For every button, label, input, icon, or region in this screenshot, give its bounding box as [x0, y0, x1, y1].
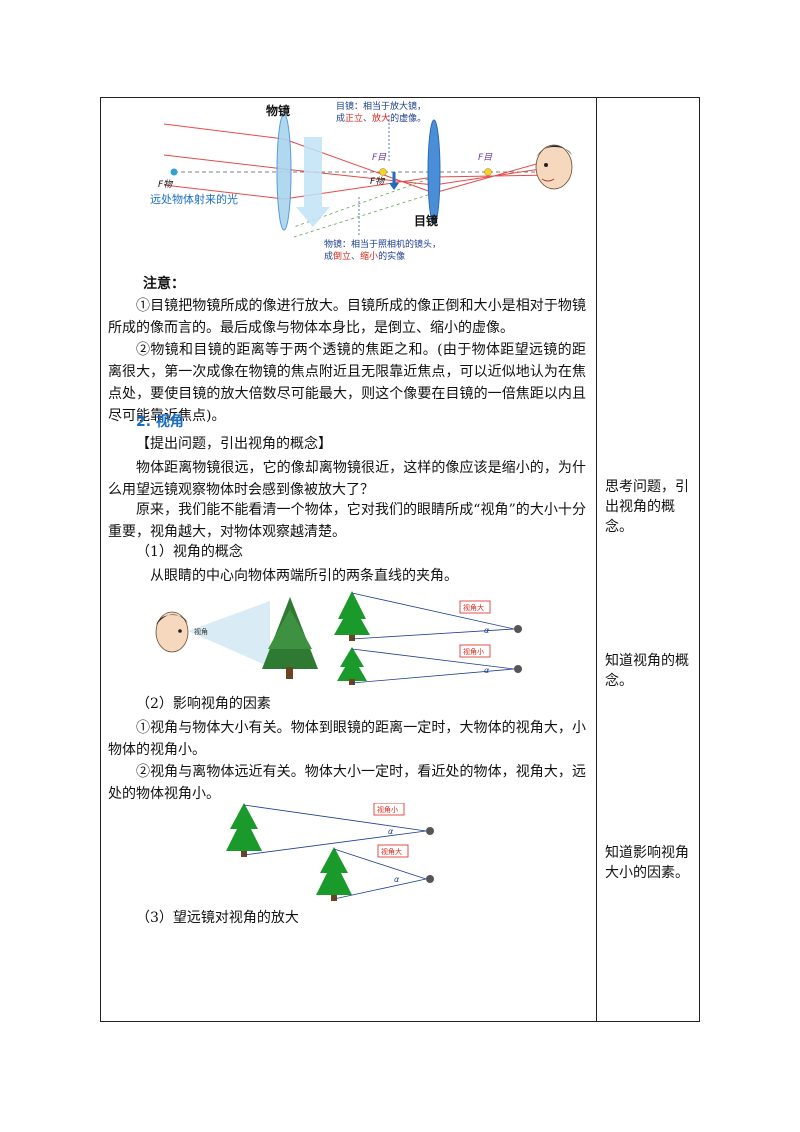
table-column-divider: [596, 97, 597, 1022]
small-angle-example: 视角小 α: [337, 644, 522, 685]
notes-paragraph-1: ①目镜把物镜所成的像进行放大。目镜所成的像正倒和大小是相对于物镜所成的像而言的。…: [108, 298, 586, 336]
telescope-diagram: 物镜 目镜 目镜：相当于放大镜， 成正立、放大的虚像。 物镜：相当于照相机的镜头…: [150, 100, 573, 262]
item-2-paragraph-1: ①视角与物体大小有关。物体到眼镜的距离一定时，大物体的视角大，小物体的视角小。: [108, 720, 586, 758]
top-note-line1: 目镜：相当于放大镜，: [336, 100, 426, 112]
item-2-paragraph-2: ②视角与离物体远近有关。物体大小一定时，看近处的物体，视角大，远处的物体视角小。: [108, 764, 586, 802]
section-2-paragraph-2: 原来，我们能不能看清一个物体，它对我们的眼睛所成“视角”的大小十分重要，视角越大…: [108, 502, 586, 540]
eyepiece-label: 目镜: [414, 213, 438, 228]
distance-alpha-2: α: [394, 875, 400, 884]
item-1-title: （1）视角的概念: [136, 544, 243, 560]
concept-big-label: 视角大: [463, 603, 484, 612]
f-obj-left-label: F物: [158, 179, 174, 190]
item-2-title: （2）影响视角的因素: [136, 696, 271, 712]
item-1-text: 从眼睛的中心向物体两端所引的两条直线的夹角。: [150, 568, 458, 584]
bottom-note-line2: 成倒立、缩小的实像: [324, 250, 405, 262]
section-2-subhead: 【提出问题，引出视角的概念】: [136, 436, 332, 452]
side-note-3: 知道影响视角大小的因素。: [605, 845, 689, 881]
bottom-note-line1: 物镜：相当于照相机的镜头，: [324, 238, 441, 250]
concept-alpha-2: α: [484, 666, 490, 675]
top-note-line2: 成正立、放大的虚像。: [336, 112, 426, 124]
side-note-1: 思考问题，引出视角的概念。: [605, 479, 689, 535]
near-tree-example: 视角大 α: [316, 844, 434, 901]
lesson-table: [100, 97, 700, 1022]
f-eye-label-2: F目: [478, 153, 493, 163]
f-obj-mid-label: F物: [370, 176, 386, 187]
item-3-title: （3）望远镜对视角的放大: [136, 910, 299, 926]
concept-small-label: 视角小: [463, 647, 484, 656]
notes-paragraph-2: ②物镜和目镜的距离等于两个透镜的焦距之和。(由于物体距望远镜的距离很大，第一次成…: [108, 342, 586, 424]
main-content-column: 物镜 目镜 目镜：相当于放大镜， 成正立、放大的虚像。 物镜：相当于照相机的镜头…: [100, 97, 596, 1022]
eyepiece-lens: [427, 119, 441, 225]
objective-lens: [276, 113, 292, 231]
concept-alpha-1: α: [484, 626, 490, 635]
section-2-paragraph-1: 物体距离物镜很远，它的像却离物镜很近，这样的像应该是缩小的，为什么用望远镜观察物…: [108, 460, 586, 498]
far-light-label: 远处物体射来的光: [150, 192, 238, 206]
view-angle-distance-figure: 视角小 α 视角大 α: [226, 803, 434, 901]
notes-title: 注意：: [143, 276, 185, 292]
objective-label: 物镜: [266, 103, 290, 118]
distance-small-label: 视角小: [377, 805, 398, 814]
observer-face: [535, 144, 573, 190]
distance-big-label: 视角大: [381, 847, 402, 856]
f-eye-label-1: F目: [372, 153, 387, 163]
far-tree-example: 视角小 α: [226, 803, 434, 857]
concept-pine-tree: [262, 597, 318, 679]
distance-alpha-1: α: [388, 827, 394, 836]
side-note-2: 知道视角的概念。: [605, 653, 689, 689]
section-2-title: 2. 视角: [136, 414, 184, 430]
view-angle-concept-figure: 视角 视角大 α: [155, 591, 522, 685]
side-notes-column: 思考问题，引出视角的概念。 知道视角的概念。 知道影响视角大小的因素。: [597, 97, 700, 1022]
concept-eye-label: 视角: [194, 627, 208, 636]
big-angle-example: 视角大 α: [334, 591, 522, 641]
